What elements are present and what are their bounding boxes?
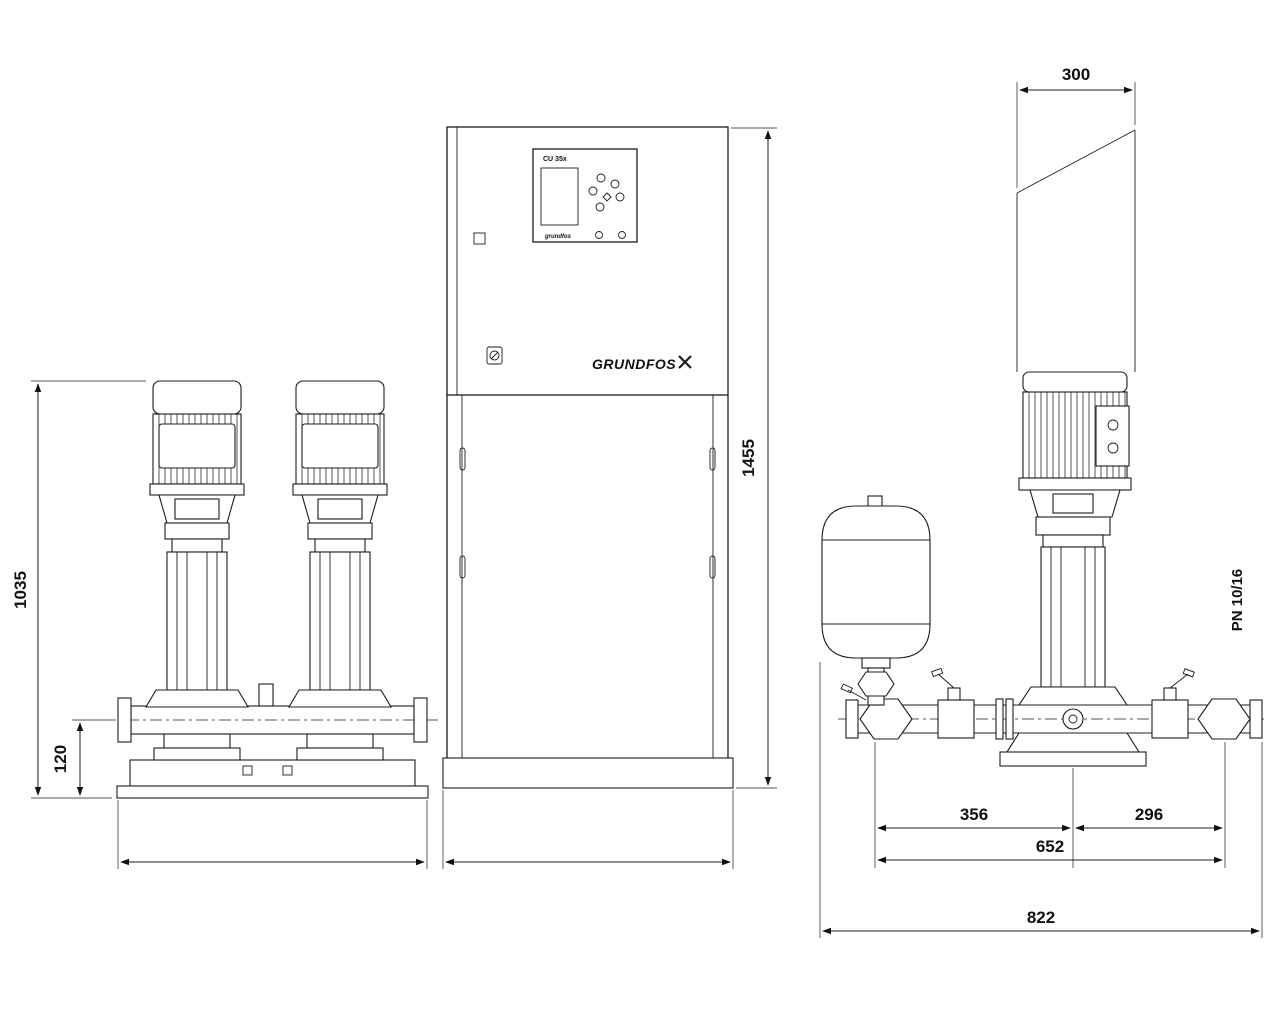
shaft-end [1062,708,1084,730]
panel-button [596,173,606,183]
manifold-flange-right [413,697,428,743]
panel-display [540,167,579,226]
front-view-twin-pumps: 1035 120 [11,380,441,869]
dimension-652: 652 [877,837,1223,864]
dimension-cabinet-height: 1455 [731,127,777,789]
flange [1005,698,1014,740]
pump-base [1006,732,1140,753]
leg-slot [459,555,466,579]
base-plate [116,785,429,799]
cable-entry [1107,442,1119,454]
motor-nameplate [158,423,236,469]
cable-entry [1107,419,1119,431]
valve-left [931,667,975,739]
motor-fan-cover [1022,371,1128,393]
panel-menu-button [618,231,626,239]
leg-slot [709,447,716,471]
pump-left [145,380,249,761]
control-cabinet-view: CU 35x grundfos GRUNDFOS 1 [442,126,777,869]
dim-label-356: 356 [960,805,988,824]
valve-handle [931,667,944,678]
valve-handle [1182,668,1195,678]
diaphragm-tank [821,495,931,706]
dim-label-296: 296 [1135,805,1163,824]
flange [995,698,1004,740]
panel-ok-button [602,192,612,202]
door-lock [486,346,503,365]
indicator-window [473,232,486,245]
dimension-356: 356 [874,742,1074,868]
valve-stem [947,687,961,701]
dim-label-1455: 1455 [739,439,758,477]
anchor-bolt-right [282,765,293,776]
pump-side [999,371,1147,767]
motor-flange [149,483,245,496]
panel-button [610,179,620,189]
panel-button [615,192,625,202]
pipe-end-right [1249,699,1263,739]
dimension-822: 822 [819,662,1263,938]
coupling-window [1052,493,1094,514]
cabinet-base [442,757,734,789]
control-panel-frame [532,148,638,243]
dim-label-300: 300 [1062,65,1090,84]
dimension-base-height: 120 [51,719,104,796]
pump-head [164,522,230,540]
panel-brand-label: grundfos [544,234,572,240]
coupling-window [174,498,220,520]
pressure-sensor [258,683,274,707]
pressure-rating-label: PN 10/16 [1229,569,1246,632]
dim-label-120: 120 [51,745,70,773]
pump-right [288,380,392,761]
pump-base-volute [145,689,249,708]
lock-cylinder [489,350,500,361]
chamber-stack [166,551,228,691]
pump-base-volute [1017,686,1129,706]
dimension-front-width [117,800,428,869]
dimension-296: 296 [1075,742,1226,868]
pump-collar [171,538,223,553]
grundfos-mark-icon [678,355,692,369]
dimension-cabinet-depth [442,790,734,869]
pump-foot-plate [999,751,1147,767]
tank-shell [821,505,931,659]
panel-model-label: CU 35x [543,156,567,163]
leg-slot [709,555,716,579]
motor-flange [1018,477,1132,491]
side-view-pump-tank: 300 [819,65,1268,938]
base-frame [129,759,416,787]
pipe-end-left [845,699,859,739]
pump-head [1035,516,1111,536]
dimension-pump-height: 1035 [11,380,146,799]
dimension-clearance-width: 300 [1016,65,1136,188]
pump-collar [1042,534,1104,548]
dim-label-1035: 1035 [11,571,30,609]
control-panel: CU 35x grundfos [532,148,638,243]
anchor-bolt-left [242,765,253,776]
panel-button [595,202,605,212]
chamber-stack [1040,546,1106,688]
grundfos-logo: GRUNDFOS [592,355,692,372]
panel-button [588,186,598,196]
motor-fan-cover [152,380,242,415]
tank-flange [861,657,891,669]
dim-label-822: 822 [1027,908,1055,927]
pump-foot [153,747,241,761]
tank-union [857,671,895,697]
brand-text: GRUNDFOS [592,356,676,372]
clearance-outline [1016,129,1136,372]
valve-stem [1163,687,1177,701]
pump-support [163,733,231,749]
dim-label-652: 652 [1036,837,1064,856]
valve-right [1151,668,1195,739]
terminal-box [1095,405,1130,467]
manifold-flange-left [117,697,132,743]
drain-tap [840,683,853,694]
union-right [1197,698,1251,740]
panel-power-button [595,231,603,239]
cabinet-enclosure [446,126,729,396]
leg-slot [459,447,466,471]
